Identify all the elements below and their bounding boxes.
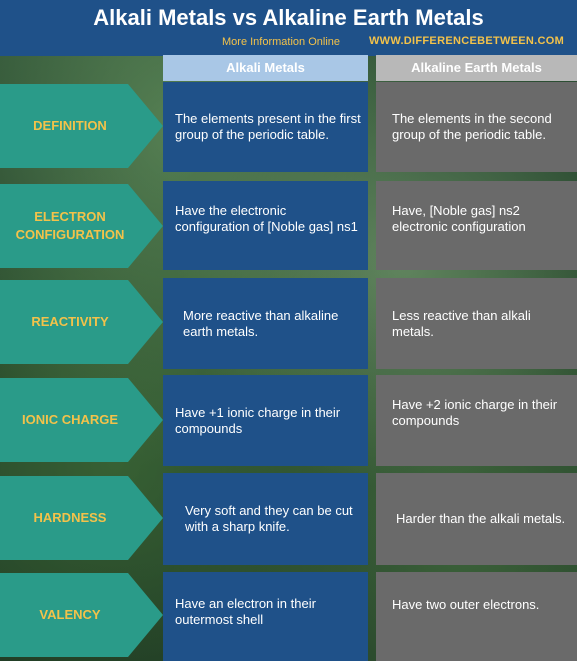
row-label-reactivity: REACTIVITY xyxy=(0,280,163,364)
cell-alkaline-ionic-charge: Have +2 ionic charge in their compounds xyxy=(376,375,577,466)
cell-alkaline-hardness: Harder than the alkali metals. xyxy=(376,473,577,565)
cell-alkaline-definition: The elements in the second group of the … xyxy=(376,82,577,172)
page-title: Alkali Metals vs Alkaline Earth Metals xyxy=(93,5,484,30)
row-label-ionic-charge: IONIC CHARGE xyxy=(0,378,163,462)
cell-alkali-definition: The elements present in the first group … xyxy=(163,82,368,172)
cell-alkaline-valency: Have two outer electrons. xyxy=(376,572,577,661)
cell-alkali-hardness: Very soft and they can be cut with a sha… xyxy=(163,473,368,565)
cell-alkaline-electron-configuration: Have, [Noble gas] ns2 electronic configu… xyxy=(376,181,577,270)
header-banner: Alkali Metals vs Alkaline Earth Metals M… xyxy=(0,0,577,56)
cell-alkali-ionic-charge: Have +1 ionic charge in their compounds xyxy=(163,375,368,466)
column-header-alkali: Alkali Metals xyxy=(163,55,368,81)
row-label-electron-configuration: ELECTRON CONFIGURATION xyxy=(0,184,163,268)
site-url[interactable]: WWW.DIFFERENCEBETWEEN.COM xyxy=(369,35,565,47)
cell-alkaline-reactivity: Less reactive than alkali metals. xyxy=(376,278,577,369)
row-label-hardness: HARDNESS xyxy=(0,476,163,560)
cell-alkali-reactivity: More reactive than alkaline earth metals… xyxy=(163,278,368,369)
more-info-text: More Information Online xyxy=(222,36,340,48)
row-label-definition: DEFINITION xyxy=(0,84,163,168)
cell-alkali-valency: Have an electron in their outermost shel… xyxy=(163,572,368,661)
cell-alkali-electron-configuration: Have the electronic configuration of [No… xyxy=(163,181,368,270)
column-header-alkaline-earth: Alkaline Earth Metals xyxy=(376,55,577,81)
row-label-valency: VALENCY xyxy=(0,573,163,657)
